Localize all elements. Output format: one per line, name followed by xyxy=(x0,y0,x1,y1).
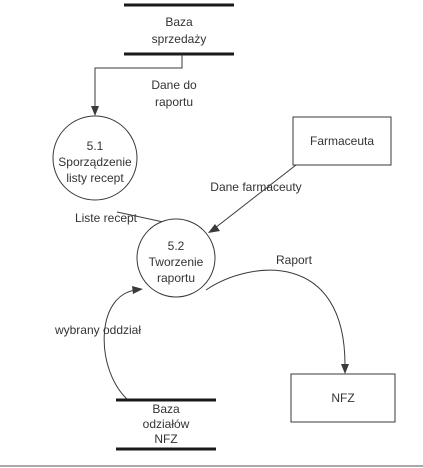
data-store-branches-label-line-3: NFZ xyxy=(154,432,177,446)
process-5-1-name-line-2: listy recept xyxy=(66,171,124,185)
entity-nfz-label: NFZ xyxy=(331,391,354,405)
flow-pharmacist-data-line xyxy=(214,164,297,229)
process-5-2-name-line-2: raportu xyxy=(157,271,195,285)
flow-report-arrowhead xyxy=(341,364,349,374)
flow-pharmacist-data-label: Dane farmaceuty xyxy=(210,180,301,194)
entity-nfz: NFZ xyxy=(290,373,396,423)
flow-prescription-list-label: Liste recept xyxy=(75,211,138,225)
entity-nfz-box xyxy=(290,373,396,423)
process-5-1-number: 5.1 xyxy=(87,139,104,153)
process-5-2-circle xyxy=(136,218,216,298)
entity-pharmacist: Farmaceuta xyxy=(292,116,392,166)
flow-report-data-arrowhead xyxy=(91,106,99,116)
flow-report-label: Raport xyxy=(276,253,313,267)
flow-selected-branch-label: wybrany oddział xyxy=(54,323,141,337)
data-store-sales-label-line-2: sprzedaży xyxy=(152,32,207,46)
data-store-sales: Baza sprzedaży xyxy=(124,3,234,56)
entity-pharmacist-label: Farmaceuta xyxy=(310,134,374,148)
data-store-branches: Baza odziałów NFZ xyxy=(116,398,216,451)
process-5-2: 5.2 Tworzenie raportu xyxy=(136,218,216,298)
flow-report: Raport xyxy=(205,253,349,374)
flow-report-data-label-line-2: raportu xyxy=(155,95,193,109)
flow-pharmacist-data: Dane farmaceuty xyxy=(208,164,302,233)
process-5-2-number: 5.2 xyxy=(168,239,185,253)
data-store-branches-label-line-1: Baza xyxy=(152,402,180,416)
flow-selected-branch-arrowhead xyxy=(132,286,143,294)
flow-report-line xyxy=(205,269,346,366)
process-5-1-circle xyxy=(52,115,138,201)
flow-selected-branch: wybrany oddział xyxy=(54,286,143,401)
flow-report-data: Dane do raportu xyxy=(91,54,197,116)
flow-pharmacist-data-arrowhead xyxy=(208,224,220,233)
flow-report-data-line xyxy=(94,54,183,108)
process-5-2-name-line-1: Tworzenie xyxy=(149,255,204,269)
flow-report-data-label-line-1: Dane do xyxy=(151,78,197,92)
process-5-1-name-line-1: Sporządzenie xyxy=(58,155,132,169)
data-store-sales-label-line-1: Baza xyxy=(165,15,193,29)
entity-pharmacist-box xyxy=(292,116,392,166)
data-store-branches-label-line-2: odziałów xyxy=(143,417,190,431)
flow-selected-branch-line xyxy=(103,289,137,401)
process-5-1: 5.1 Sporządzenie listy recept xyxy=(52,115,138,201)
